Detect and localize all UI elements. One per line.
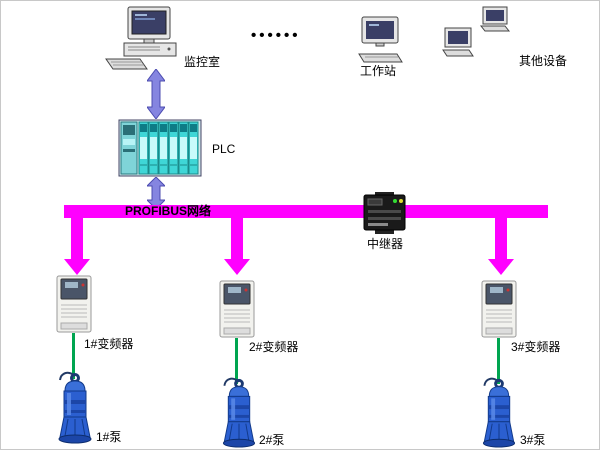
- pump-3-label: 3#泵: [520, 433, 546, 447]
- pump-1-label: 1#泵: [96, 430, 122, 444]
- bus-drop-arrow-1-icon: [64, 215, 90, 275]
- double-arrow-pc-plc-icon: [147, 69, 165, 119]
- monitor-room-label: 监控室: [184, 55, 221, 69]
- inverter-2-label: 2#变频器: [249, 340, 299, 354]
- plc-label: PLC: [212, 142, 236, 156]
- workstation-label: 工作站: [360, 64, 397, 78]
- profibus-bus-bar: [64, 205, 548, 218]
- link-inverter2-pump2: [235, 338, 238, 384]
- inverter-1-icon: [56, 275, 92, 333]
- desktop-computer-icon: [104, 6, 186, 71]
- other-devices-label: 其他设备: [519, 54, 568, 68]
- inverter-1-label: 1#变频器: [84, 337, 134, 351]
- inverter-3-label: 3#变频器: [511, 340, 561, 354]
- plc-icon: [118, 119, 202, 177]
- pump-1-icon: [55, 369, 95, 445]
- bus-drop-arrow-2-icon: [224, 215, 250, 275]
- pump-3-icon: [479, 375, 519, 449]
- repeater-label: 中继器: [367, 237, 404, 251]
- workstation-icon: [356, 16, 404, 64]
- profibus-bus-label: PROFIBUS网络: [125, 204, 212, 218]
- bus-drop-arrow-3-icon: [488, 215, 514, 275]
- link-inverter1-pump1: [72, 333, 75, 379]
- repeater-icon: [361, 192, 408, 234]
- pump-2-icon: [219, 375, 259, 449]
- inverter-3-icon: [481, 280, 517, 338]
- link-inverter3-pump3: [497, 338, 500, 384]
- double-arrow-plc-bus-icon: [147, 177, 165, 209]
- ellipsis-dots: ••••••: [251, 27, 301, 44]
- inverter-2-icon: [219, 280, 255, 338]
- other-devices-icon: [439, 6, 519, 61]
- pump-2-label: 2#泵: [259, 433, 285, 447]
